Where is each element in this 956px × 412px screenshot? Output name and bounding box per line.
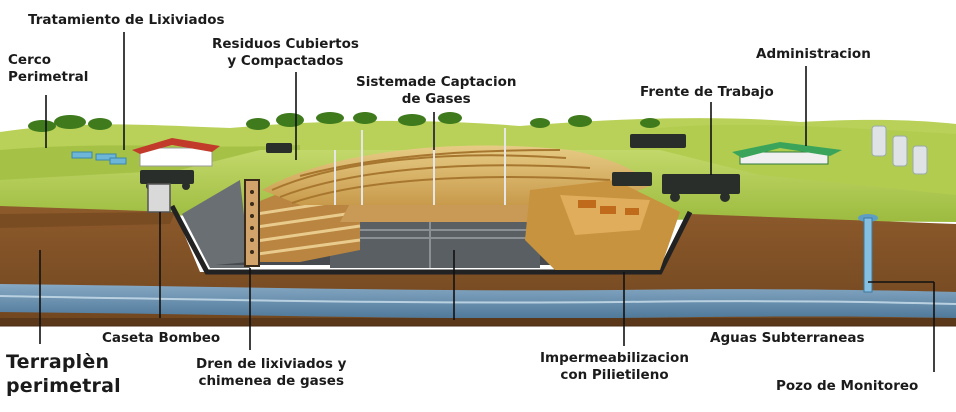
solar-panel-icon xyxy=(71,151,127,165)
leader-lines xyxy=(39,32,935,372)
label-aguas: Aguas Subterraneas xyxy=(710,330,865,346)
label-impermeabilizacion: Impermeabilizacion con Pilietileno xyxy=(540,350,689,383)
truck-icon xyxy=(140,134,740,202)
cell-center xyxy=(330,222,540,268)
label-cerco: Cerco Perimetral xyxy=(8,52,89,85)
label-administracion: Administracion xyxy=(756,46,871,62)
label-tratamiento: Tratamiento de Lixiviados xyxy=(28,12,225,28)
house-icon xyxy=(132,138,220,167)
gas-chimneys xyxy=(334,124,506,205)
liner xyxy=(169,204,693,275)
label-residuos: Residuos Cubiertos y Compactados xyxy=(212,36,359,69)
groundwater-band xyxy=(0,284,956,319)
tree-icon xyxy=(28,112,660,132)
pump-station xyxy=(147,183,171,213)
cell-gray-left xyxy=(182,180,250,268)
administration-building xyxy=(732,142,842,165)
label-dren: Dren de lixiviados y chimenea de gases xyxy=(196,356,347,389)
monitoring-well xyxy=(858,214,878,293)
chimney xyxy=(244,179,260,267)
label-captacion: Sistemade Captacion de Gases xyxy=(356,74,517,107)
label-terraplen: Terraplèn perimetral xyxy=(6,351,121,397)
label-caseta: Caseta Bombeo xyxy=(102,330,221,346)
label-pozo: Pozo de Monitoreo xyxy=(776,378,919,394)
tank-icon xyxy=(871,125,928,175)
label-frente: Frente de Trabajo xyxy=(640,84,774,100)
